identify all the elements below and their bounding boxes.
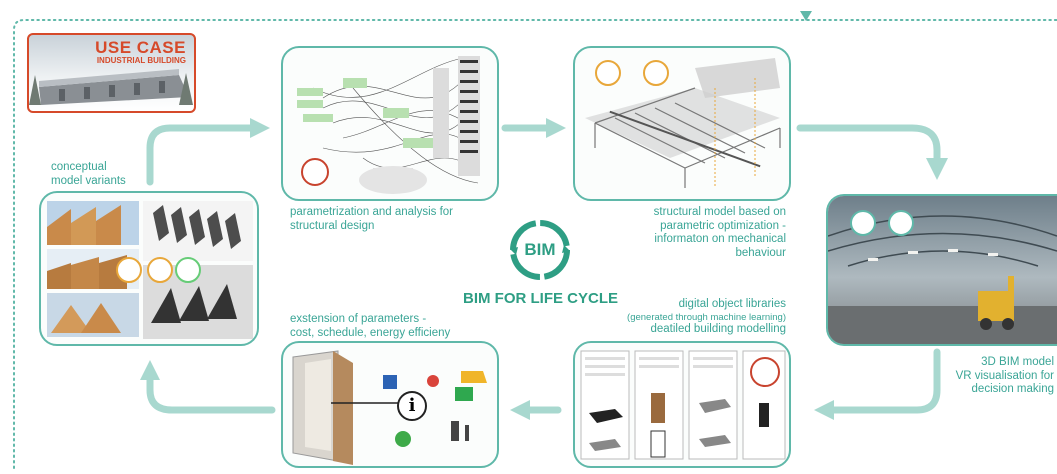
bim3d-label-line: VR visualisation for	[955, 369, 1054, 382]
bim3d-label-line: 3D BIM model	[981, 356, 1054, 368]
parametrization-label: parametrization and analysis for structu…	[290, 206, 453, 233]
bim-badge-text: BIM	[524, 240, 556, 259]
energy-timer-icon	[395, 431, 411, 447]
bim3d-label-line: decision making	[971, 383, 1054, 395]
extension-label: exstension of parameters - cost, schedul…	[290, 313, 450, 340]
parametrization-label-line: structural design	[290, 219, 375, 232]
surface-mesh-icon	[643, 60, 669, 86]
door-parameters-illustration	[292, 350, 487, 465]
bim-3d-panel	[826, 194, 1057, 346]
bim3d-label: 3D BIM model VR visualisation for decisi…	[956, 356, 1054, 397]
use-case-subtitle: INDUSTRIAL BUILDING	[96, 56, 186, 65]
vr-headset-icon	[116, 257, 142, 283]
extension-label-line: exstension of parameters -	[290, 313, 427, 325]
parametrization-panel	[281, 46, 499, 201]
ai-display-icon	[750, 357, 780, 387]
object-library-panel	[573, 341, 791, 468]
parametric-icon	[147, 257, 173, 283]
libraries-label-line3: deatiled building modelling	[650, 322, 786, 335]
bim-cycle-badge: BIM	[507, 217, 573, 283]
structural-label-line: behaviour	[735, 246, 786, 259]
structural-frame-illustration	[585, 58, 781, 188]
warehouse-interior-render	[828, 196, 1057, 344]
bim-for-life-cycle-title: BIM FOR LIFE CYCLE	[463, 290, 618, 307]
grasshopper-node-graph	[297, 56, 480, 194]
info-icon: i	[397, 391, 427, 421]
structural-model-panel	[573, 46, 791, 201]
parameter-extension-panel: i	[281, 341, 499, 468]
use-case-photo: USE CASE INDUSTRIAL BUILDING	[27, 33, 196, 113]
vr-headset-icon	[888, 210, 914, 236]
industrial-building-illustration	[29, 69, 193, 105]
conceptual-label-line: model variants	[51, 174, 126, 187]
libraries-label: digital object libraries (generated thro…	[627, 298, 786, 336]
monitor-icon	[850, 210, 876, 236]
conceptual-label-line: conceptual	[51, 161, 107, 173]
libraries-label-line2: (generated through machine learning)	[627, 311, 786, 323]
no-screen-icon	[301, 158, 329, 186]
structural-label-line: informaton on mechanical	[654, 233, 786, 245]
ai-head-icon	[595, 60, 621, 86]
structural-label-line: structural model based on	[653, 206, 786, 218]
structural-label: structural model based on parametric opt…	[654, 206, 786, 260]
parametrization-label-line: parametrization and analysis for	[290, 206, 453, 218]
conceptual-label: conceptual model variants	[51, 161, 126, 188]
conceptual-model-panel	[39, 191, 259, 346]
use-case-title: USE CASE	[95, 38, 186, 57]
bim-cycle-ring	[510, 220, 570, 280]
map-icon	[175, 257, 201, 283]
extension-label-line: cost, schedule, energy efficieny	[290, 326, 451, 339]
libraries-label-line1: digital object libraries	[678, 298, 786, 310]
structural-label-line: parametric optimization -	[660, 219, 786, 232]
